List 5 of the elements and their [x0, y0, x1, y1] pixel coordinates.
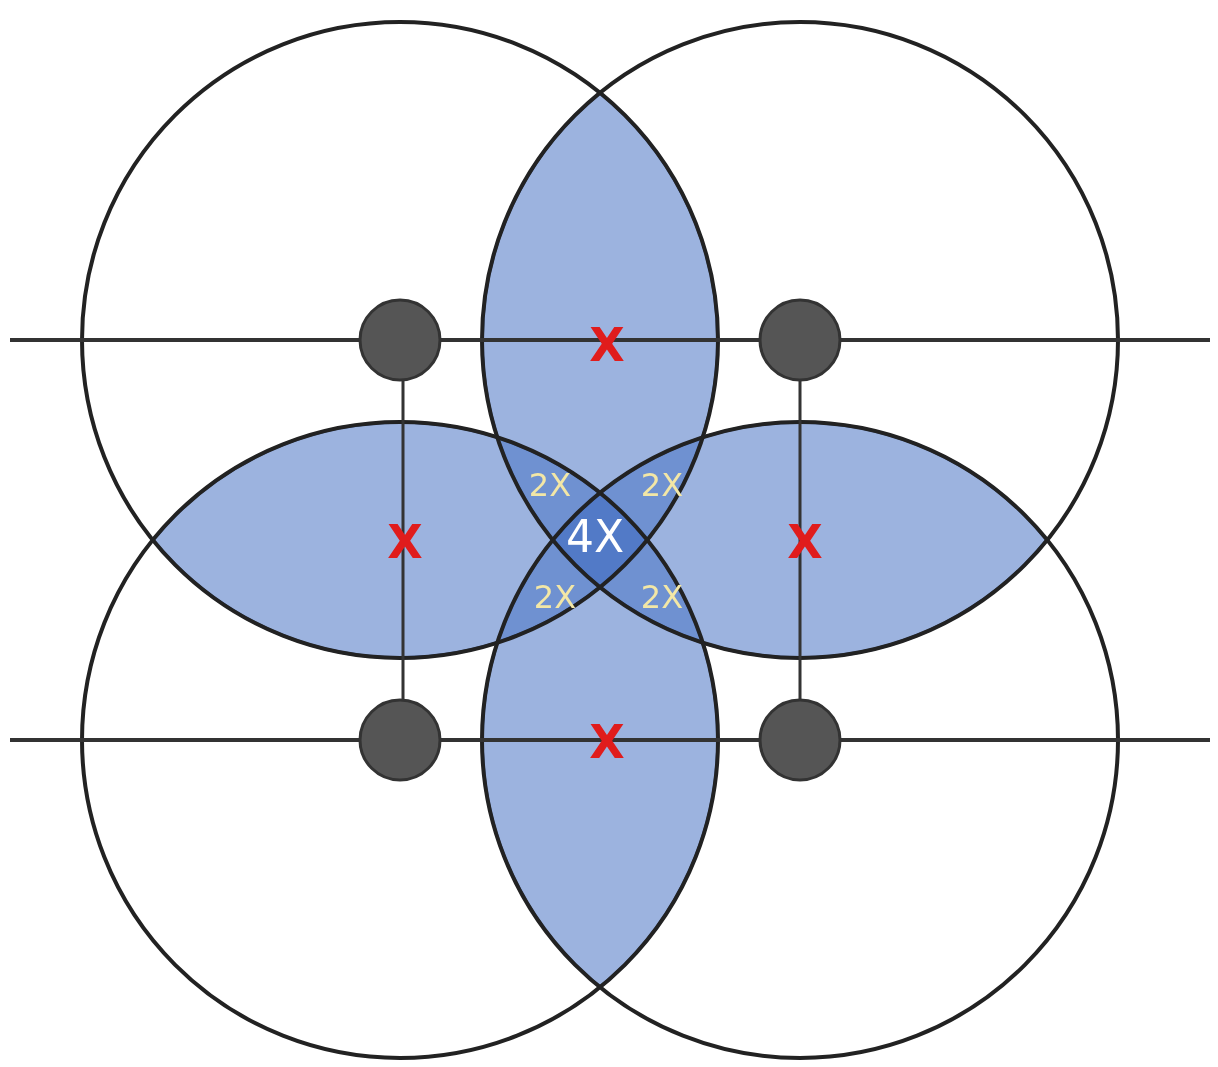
overlap-count-label: 2X	[533, 581, 577, 613]
overlap-count-label: 2X	[640, 469, 684, 501]
overlap-count-label: 4X	[565, 515, 625, 559]
overlap-count-label: 2X	[528, 469, 572, 501]
overlap-count-label: 2X	[640, 581, 684, 613]
